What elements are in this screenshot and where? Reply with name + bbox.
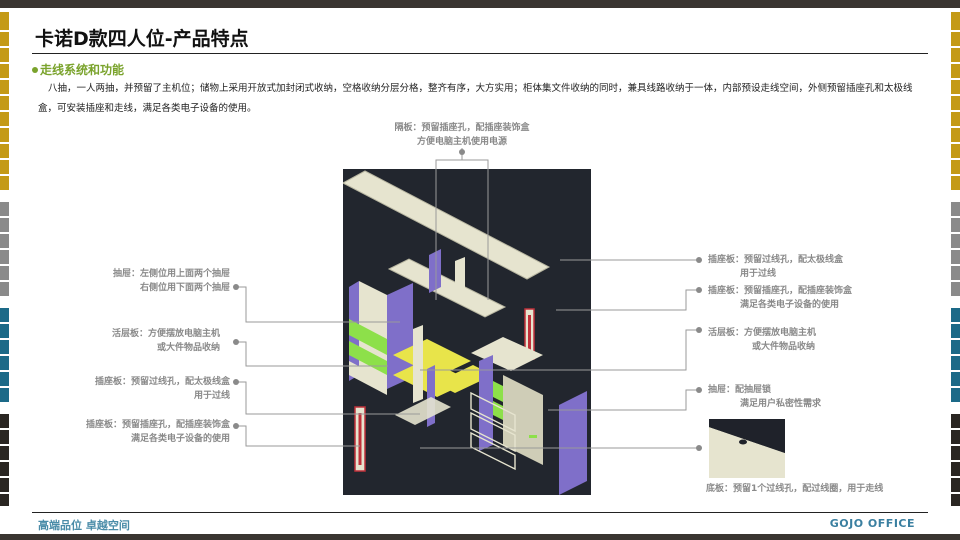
callout-right-4-line2: 满足用户私密性需求: [740, 399, 822, 409]
leader-dot-left-2: [233, 339, 239, 345]
footer-brand: GOJO OFFICE: [829, 517, 915, 530]
callout-left-4-line1: 插座板：预留插座孔，配插座装饰盒: [85, 420, 230, 430]
leader-dot-left-4: [233, 423, 239, 429]
callout-right-socket-outlet: 插座板：预留插座孔，配插座装饰盒 满足各类电子设备的使用: [708, 284, 852, 312]
bullet-dot-icon: [32, 66, 38, 73]
left-side-color-bar: [0, 12, 9, 508]
footer-slogan: 高端品位 卓越空间: [38, 519, 130, 532]
upper-small-purple-panel: [429, 249, 441, 293]
callout-bottom-line1: 底板：预留1个过线孔，配过线圈，用于走线: [706, 484, 884, 494]
section-paragraph: 八抽，一人两抽，并预留了主机位；储物上采用开放式加封闭式收纳，空格收纳分层分格，…: [38, 83, 913, 114]
callout-left-4-line2: 满足各类电子设备的使用: [130, 434, 230, 444]
upper-cream-divider: [455, 257, 465, 301]
title-divider: [32, 53, 928, 54]
exploded-cabinet-drawing: [343, 169, 591, 495]
callout-right-3-line1: 活层板：方便摆放电脑主机: [708, 328, 817, 338]
callout-bottom-board: 底板：预留1个过线孔，配过线圈，用于走线: [706, 482, 883, 496]
callout-left-socket-wire: 插座板：预留过线孔，配太极线盒 用于过线: [40, 375, 230, 403]
leader-dot-bottom: [696, 445, 702, 451]
callout-right-3-line2: 或大件物品收纳: [752, 342, 816, 352]
callout-right-2-line1: 插座板：预留插座孔，配插座装饰盒: [708, 286, 853, 296]
callout-left-socket-outlet: 插座板：预留插座孔，配插座装饰盒 满足各类电子设备的使用: [40, 418, 230, 446]
base-board-closeup-drawing: [709, 419, 785, 478]
bottom-frame-strip: [0, 534, 960, 540]
top-frame-strip: [0, 0, 960, 8]
base-board-left: [395, 397, 451, 425]
callout-left-2-line2: 或大件物品收纳: [156, 343, 220, 353]
leader-dot-left-3: [233, 379, 239, 385]
top-board: [343, 170, 551, 280]
callout-left-3-line2: 用于过线: [193, 391, 230, 401]
right-cabinet-front: [503, 375, 543, 465]
callout-left-3-line1: 插座板：预留过线孔，配太极线盒: [94, 377, 230, 387]
right-side-color-bar: [951, 12, 960, 508]
leader-dot-right-4: [696, 387, 702, 393]
callout-right-1-line1: 插座板：预留过线孔，配太极线盒: [708, 255, 844, 265]
section-heading: 走线系统和功能: [32, 61, 124, 78]
drawer-box-1: [470, 391, 516, 433]
callout-left-2-line1: 活层板：方便摆放电脑主机: [111, 329, 220, 339]
leader-dot-right-1: [696, 257, 702, 263]
wire-hole-icon: [739, 439, 747, 445]
callout-top-line2: 方便电脑主机使用电源: [416, 137, 507, 147]
callout-right-socket-wire: 插座板：预留过线孔，配太极线盒 用于过线: [708, 253, 843, 281]
callout-top: 隔板：预留插座孔，配插座装饰盒 方便电脑主机使用电源: [376, 121, 548, 149]
base-board-closeup: [709, 419, 785, 478]
leader-left-4: [236, 425, 360, 447]
leader-dot-left-1: [233, 284, 239, 290]
callout-top-line1: 隔板：预留插座孔，配插座装饰盒: [394, 123, 530, 133]
middle-yellow-lower: [435, 365, 493, 393]
callout-left-shelf: 活层板：方便摆放电脑主机 或大件物品收纳: [40, 327, 220, 355]
callout-right-4-line1: 抽屉：配抽屉锁: [708, 385, 772, 395]
callout-left-drawer: 抽屉：左侧位用上面两个抽屉 右侧位用下面两个抽屉: [40, 267, 230, 295]
footer-divider: [32, 512, 928, 513]
side-door-purple-panel: [559, 391, 587, 495]
middle-cream-divider: [413, 325, 423, 403]
callout-right-drawer-lock: 抽屉：配抽屉锁 满足用户私密性需求: [708, 383, 821, 411]
drawer-box-2: [470, 411, 516, 453]
callout-left-1-line2: 右侧位用下面两个抽屉: [139, 283, 230, 293]
leader-dot-top: [459, 149, 465, 155]
page-title: 卡诺D款四人位-产品特点: [35, 28, 249, 50]
cabinet-illustration: [343, 170, 587, 495]
right-cabinet-purple-side: [479, 355, 493, 451]
leader-dot-right-2: [696, 287, 702, 293]
callout-right-2-line2: 满足各类电子设备的使用: [740, 300, 840, 310]
callout-left-1-line1: 抽屉：左侧位用上面两个抽屉: [112, 269, 230, 279]
leader-dot-right-3: [696, 327, 702, 333]
callout-right-shelf: 活层板：方便摆放电脑主机 或大件物品收纳: [708, 326, 816, 354]
section-heading-text: 走线系统和功能: [40, 63, 125, 77]
callout-right-1-line2: 用于过线: [740, 269, 777, 279]
